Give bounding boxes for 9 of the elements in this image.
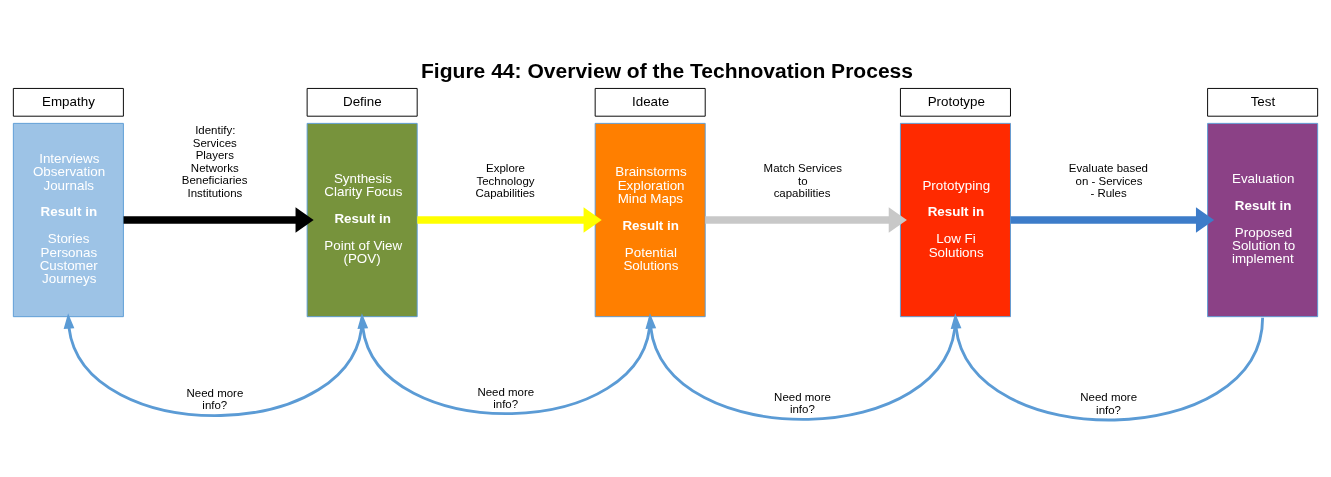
edge-label: Need more info? [477,385,535,410]
edge-label: Match Services to capabilities [763,161,842,199]
edge-label: Need more info? [774,390,831,415]
edge-label: Explore Technology Capabilities [475,161,535,199]
edge-label: Need more info? [186,386,244,411]
diagram-title: Figure 44: Overview of the Technovation Process [421,58,914,82]
edge-label: Evaluate based on - Services - Rules [1068,161,1148,199]
edge-label: Need more info? [1080,390,1138,416]
edge-label: Identify: Services Players Networks Beneficiaries Institutions [181,123,248,199]
